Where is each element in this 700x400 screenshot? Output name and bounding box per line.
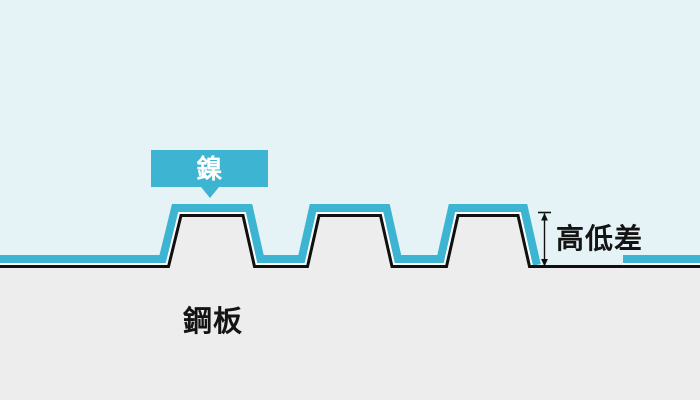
height-difference-label: 高低差: [556, 223, 644, 254]
nickel-callout: 鎳: [151, 150, 268, 198]
callout-pointer-icon: [200, 187, 219, 198]
arrowhead-down-icon: [541, 259, 548, 267]
nickel-callout-label: 鎳: [196, 153, 223, 184]
arrowhead-up-icon: [541, 213, 548, 221]
steel-plate-body: [0, 215, 700, 400]
height-dimension-arrow: [538, 211, 551, 267]
steel-plate-label: 鋼板: [183, 306, 244, 338]
steel-surface-outline: [0, 214, 700, 268]
